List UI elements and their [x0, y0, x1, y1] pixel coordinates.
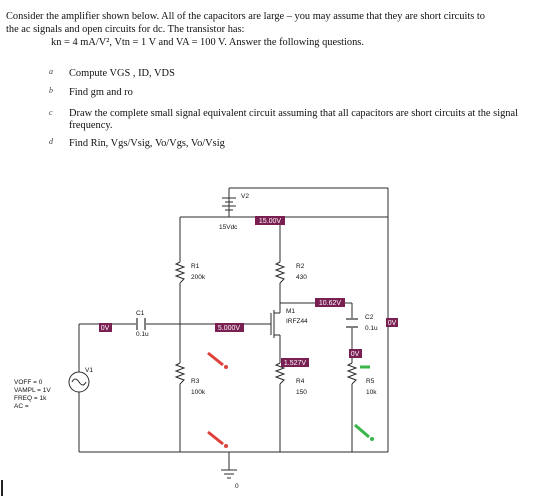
intro-line-2: the ac signals and open circuits for dc.… [6, 24, 245, 35]
label-m1: M1 [286, 308, 295, 315]
question-marker-a: a [49, 67, 53, 76]
label-r5: R5 [366, 378, 375, 385]
transistor-parameters: kn = 4 mA/V², Vtn = 1 V and VA = 100 V. [51, 37, 227, 48]
label-freq: FREQ = 1k [14, 395, 47, 402]
label-v2: V2 [241, 193, 249, 200]
label-r1-value: 200k [191, 274, 206, 281]
label-r3: R3 [191, 378, 200, 385]
label-ground: 0 [235, 483, 239, 490]
question-marker-c: c [49, 108, 53, 117]
component-labels: V2 15Vdc R1 200k R2 430 C1 0.1u M1 IRFZ4… [14, 193, 378, 490]
question-d: Find Rin, Vgs/Vsig, Vo/Vgs, Vo/Vsig [69, 138, 225, 149]
question-marker-b: b [49, 86, 53, 95]
resistor-r2-icon [274, 261, 286, 284]
svg-text:5.000V: 5.000V [218, 325, 241, 332]
label-c2-value: 0.1u [365, 325, 378, 332]
sine-source-v1-icon [68, 371, 90, 393]
resistor-r3-icon [174, 362, 186, 385]
label-r4-value: 150 [296, 389, 307, 396]
resistor-r1-icon [174, 261, 186, 284]
voltage-tag-output-left: 0V [349, 349, 362, 358]
svg-text:15.00V: 15.00V [259, 218, 282, 225]
voltage-tag-source: 1.527V [281, 358, 309, 367]
label-c2: C2 [365, 314, 374, 321]
resistor-r5-icon [346, 362, 358, 385]
label-c1: C1 [136, 310, 145, 317]
voltage-tag-output-right: 0V [386, 318, 398, 327]
voltage-tag-gate: 5.000V [215, 323, 244, 332]
resistors [174, 261, 358, 385]
svg-text:1.527V: 1.527V [284, 360, 307, 367]
voltage-probe-ground-icon [207, 430, 228, 448]
resistor-r4-icon [274, 362, 286, 385]
label-m1-part: IRFZ44 [286, 318, 308, 325]
voltage-tag-drain: 10.62V [315, 298, 345, 307]
label-ac: AC = [14, 403, 29, 410]
label-r4: R4 [296, 378, 305, 385]
battery-v2-icon [222, 197, 236, 211]
label-v1: V1 [85, 367, 93, 374]
question-b: Find gm and ro [69, 87, 133, 98]
capacitor-c2 [346, 318, 358, 328]
label-voff: VOFF = 0 [14, 379, 43, 386]
label-r2: R2 [296, 263, 305, 270]
label-r2-value: 430 [296, 274, 307, 281]
svg-text:0V: 0V [351, 351, 360, 358]
capacitor-c1 [136, 318, 146, 330]
intro-line-1: Consider the amplifier shown below. All … [6, 11, 485, 22]
label-r1: R1 [191, 263, 200, 270]
label-r5-value: 10k [366, 389, 377, 396]
voltage-tag-input: 0V [99, 323, 112, 332]
label-c1-value: 0.1u [136, 331, 149, 338]
voltage-probe-output-icon [354, 423, 374, 441]
ground-icon [221, 469, 237, 479]
svg-text:10.62V: 10.62V [319, 300, 342, 307]
svg-text:0V: 0V [101, 325, 110, 332]
voltage-tag-supply: 15.00V [255, 216, 285, 225]
question-a: Compute VGS , ID, VDS [69, 68, 175, 79]
question-marker-d: d [49, 137, 53, 146]
voltage-probe-gate-icon [207, 351, 228, 369]
intro-line-3: kn = 4 mA/V², Vtn = 1 V and VA = 100 V. … [51, 37, 364, 49]
schematic-wires [78, 187, 389, 470]
label-r3-value: 100k [191, 389, 206, 396]
intro-instruction: Answer the following questions. [228, 37, 364, 48]
label-vampl: VAMPL = 1V [14, 387, 51, 394]
label-v2-value: 15Vdc [219, 224, 238, 231]
question-c: Draw the complete small signal equivalen… [69, 108, 518, 131]
svg-text:0V: 0V [388, 320, 397, 327]
